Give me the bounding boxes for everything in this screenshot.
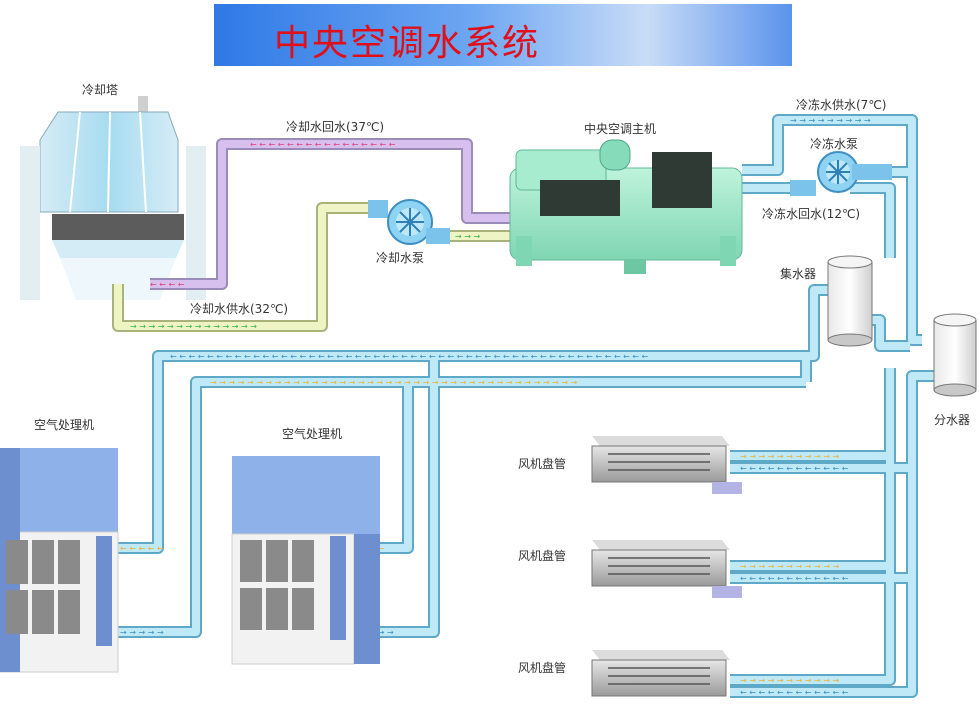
svg-text:→ → → → → → → → → → →: → → → → → → → → → → → bbox=[740, 562, 839, 571]
label-cooling-pump: 冷却水泵 bbox=[376, 251, 424, 265]
label-fcu-3: 风机盘管 bbox=[518, 660, 566, 675]
svg-text:→ → → → → → → → →: → → → → → → → → → bbox=[790, 116, 871, 125]
svg-text:← ← ← ←: ← ← ← ← bbox=[150, 280, 185, 289]
svg-text:→ → → → →: → → → → → bbox=[120, 628, 164, 637]
svg-text:→ → → → → → → → → → → → → →: → → → → → → → → → → → → → → bbox=[130, 322, 257, 331]
collector-tank bbox=[827, 255, 873, 347]
label-fcu-2: 风机盘管 bbox=[518, 548, 566, 563]
svg-text:→ → → → → → → → → → →: → → → → → → → → → → → bbox=[740, 676, 839, 685]
air-handling-unit-1 bbox=[0, 448, 119, 673]
chilled-pump bbox=[790, 151, 892, 196]
label-ahu-2: 空气处理机 bbox=[282, 426, 342, 441]
chilled-water-pipes bbox=[110, 114, 934, 698]
svg-text:← ← ← ← ← ← ← ← ← ← ← ←: ← ← ← ← ← ← ← ← ← ← ← ← bbox=[740, 464, 849, 473]
label-cooling-tower: 冷却塔 bbox=[82, 83, 118, 97]
label-fcu-1: 风机盘管 bbox=[518, 456, 566, 471]
label-distributor: 分水器 bbox=[934, 413, 970, 427]
chiller bbox=[509, 139, 743, 274]
svg-text:← ← ← ← ← ← ← ← ← ← ← ← ← ← ←: ← ← ← ← ← ← ← ← ← ← ← ← ← ← ← ← ← ← ← ← … bbox=[170, 352, 649, 361]
label-chilled-supply: 冷冻水供水(7℃) bbox=[796, 97, 886, 112]
label-cooling-supply: 冷却水供水(32℃) bbox=[190, 302, 288, 316]
label-cooling-return: 冷却水回水(37℃) bbox=[286, 120, 384, 134]
fan-coil-unit-2 bbox=[591, 540, 742, 598]
label-collector: 集水器 bbox=[780, 266, 816, 281]
svg-text:← ← ← ← ← ← ← ← ← ← ← ←: ← ← ← ← ← ← ← ← ← ← ← ← bbox=[740, 688, 849, 697]
label-chiller: 中央空调主机 bbox=[584, 121, 656, 136]
svg-text:← ← ← ← ←: ← ← ← ← ← bbox=[120, 544, 164, 553]
air-handling-unit-2 bbox=[231, 456, 380, 665]
svg-text:→ → → → → → → → → → → → → → →: → → → → → → → → → → → → → → → → → → → → … bbox=[210, 378, 578, 387]
page-title: 中央空调水系统 bbox=[274, 23, 541, 64]
distributor-tank bbox=[933, 313, 977, 397]
svg-text:→ → →: → → → bbox=[455, 232, 480, 241]
svg-text:← ← ← ← ← ← ← ← ← ← ← ←: ← ← ← ← ← ← ← ← ← ← ← ← bbox=[740, 574, 849, 583]
cooling-tower bbox=[20, 96, 206, 300]
cooling-supply-pipe bbox=[112, 202, 510, 332]
svg-text:→ → → → → → → → → → →: → → → → → → → → → → → bbox=[740, 452, 839, 461]
cooling-return-pipe bbox=[150, 138, 510, 290]
fan-coil-unit-1 bbox=[591, 436, 742, 494]
label-chilled-pump: 冷冻水泵 bbox=[810, 136, 858, 151]
fan-coil-unit-3 bbox=[591, 650, 730, 697]
title-banner: 中央空调水系统 bbox=[214, 4, 792, 66]
label-chilled-return: 冷冻水回水(12℃) bbox=[762, 206, 860, 221]
svg-text:← ← ← ← ← ← ← ← ← ← ← ← ← ← ←: ← ← ← ← ← ← ← ← ← ← ← ← ← ← ← ← bbox=[250, 140, 396, 149]
cooling-pump bbox=[368, 199, 450, 245]
label-ahu-1: 空气处理机 bbox=[34, 417, 94, 432]
